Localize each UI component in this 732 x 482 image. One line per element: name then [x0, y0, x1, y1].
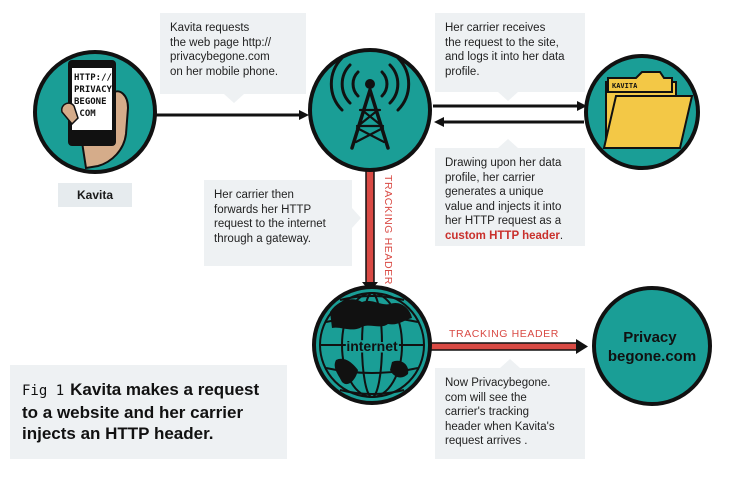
callout-profile-line-4: value and injects it into — [445, 200, 562, 213]
destination-label-line-1: Privacy — [623, 329, 677, 346]
callout-forward-line-2: forwards her HTTP — [214, 203, 312, 216]
phone-node: HTTP:// PRIVACY BEGONE .COM — [33, 50, 157, 174]
callout-arrival-line-3: carrier's tracking — [445, 406, 529, 418]
callout-forward: Her carrier then forwards her HTTP reque… — [204, 180, 352, 266]
tower-node — [308, 48, 432, 172]
callout-profile: Drawing upon her data profile, her carri… — [435, 148, 585, 246]
callout-pointer-carrier — [498, 92, 518, 101]
custom-header-highlight: custom HTTP header — [445, 229, 560, 242]
folder-tab-label: KAVITA — [612, 82, 638, 90]
callout-arrival-line-4: header when Kavita's — [445, 420, 555, 433]
callout-profile-period: . — [559, 229, 564, 242]
callout-pointer-arrival — [500, 359, 520, 368]
callout-profile-line-6: custom HTTP header. — [445, 229, 575, 244]
callout-arrival-line-5: request arrives . — [445, 435, 528, 447]
internet-node: internet — [312, 285, 432, 405]
folder-node: KAVITA — [584, 54, 700, 170]
cell-tower-icon — [329, 56, 411, 150]
callout-pointer-request — [224, 94, 244, 103]
kavita-label: Kavita — [58, 183, 132, 207]
callout-profile-line-1: Drawing upon her data — [445, 157, 562, 169]
callout-profile-line-5: her HTTP request as a — [445, 215, 562, 227]
callout-request-line-4: on her mobile phone. — [170, 65, 279, 78]
callout-carrier-receives: Her carrier receives the request to the … — [435, 13, 585, 92]
tracking-arrowhead-right — [576, 339, 588, 354]
callout-request-line-2: the web page http:// — [170, 36, 272, 49]
callout-arrival: Now Privacybegone. com will see the carr… — [435, 368, 585, 459]
destination-label-line-2: begone.com — [608, 348, 696, 365]
phone-screen-line-1: HTTP:// — [74, 73, 112, 83]
svg-text:HTTP:// PRIVACY BE: HTTP:// PRIVACY BEGONE .COM — [74, 73, 117, 119]
figure-number: Fig 1 — [22, 383, 65, 399]
tracking-label-vertical: TRACKING HEADER — [382, 175, 394, 285]
callout-carrier-line-2: the request to the site, — [445, 36, 559, 49]
callout-arrival-line-1: Now Privacybegone. — [445, 377, 551, 389]
callout-request: Kavita requests the web page http:// pri… — [160, 13, 306, 94]
phone-screen-line-2: PRIVACY — [74, 85, 113, 95]
tracking-label-horizontal: TRACKING HEADER — [449, 328, 559, 340]
callout-forward-line-3: request to the internet — [214, 218, 326, 230]
privacybegone-node: Privacy begone.com — [592, 286, 712, 406]
callout-arrival-line-2: com will see the — [445, 391, 527, 404]
phone-screen-line-4: .COM — [74, 109, 96, 119]
internet-label: internet — [346, 338, 398, 354]
phone-screen-line-3: BEGONE — [74, 97, 107, 107]
callout-pointer-profile — [498, 139, 518, 148]
folder-icon — [602, 71, 694, 149]
tracking-line-vertical — [365, 169, 375, 286]
callout-profile-line-3: generates a unique — [445, 186, 544, 198]
callout-request-line-1: Kavita requests — [170, 22, 250, 34]
caption-text: Kavita makes a request to a website and … — [22, 380, 260, 443]
callout-carrier-line-1: Her carrier receives — [445, 22, 546, 34]
callout-pointer-forward — [352, 208, 361, 228]
globe-icon — [319, 292, 425, 398]
svg-text:Privacy begone.com: Privacy begone.com — [608, 329, 696, 365]
callout-profile-line-2: profile, her carrier — [445, 171, 536, 184]
continents-shape — [330, 299, 412, 385]
callout-request-line-3: privacybegone.com — [170, 51, 270, 63]
tracking-line-horizontal — [429, 342, 579, 351]
callout-forward-line-4: through a gateway. — [214, 232, 311, 245]
callout-forward-line-1: Her carrier then — [214, 189, 294, 201]
callout-carrier-line-3: and logs it into her data — [445, 51, 565, 63]
callout-carrier-line-4: profile. — [445, 65, 480, 78]
